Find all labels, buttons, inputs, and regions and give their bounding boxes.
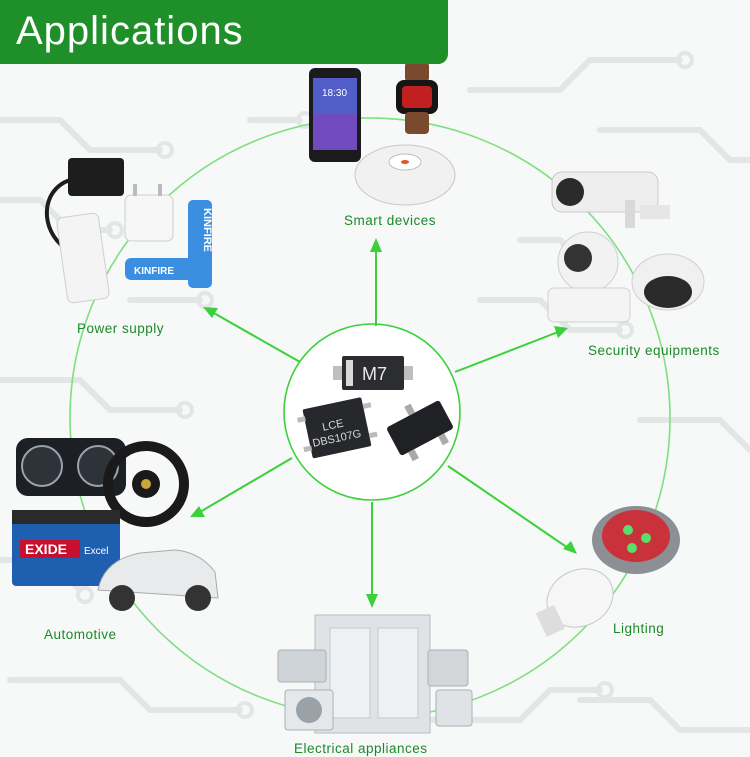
- bullet-camera-image: [551, 171, 670, 228]
- page-title: Applications: [16, 9, 244, 53]
- smartphone-image: [309, 68, 361, 162]
- label-lighting: Lighting: [613, 621, 665, 636]
- arrow-to-automotive: [199, 457, 293, 513]
- car-battery-image: [12, 510, 120, 586]
- phone-time-text: 18:30: [322, 88, 347, 99]
- pan-tilt-camera-image: [547, 231, 631, 323]
- label-security-equipments: Security equipments: [588, 343, 720, 358]
- chip-marking-m7: M7: [362, 364, 387, 384]
- label-smart-devices: Smart devices: [344, 213, 437, 228]
- battery-image: [125, 200, 212, 288]
- chip-bridge-rectifier: [297, 397, 378, 459]
- smartwatch-image: [396, 62, 438, 134]
- power-adapter-image: [44, 158, 124, 250]
- led-bulb-image: [535, 568, 614, 637]
- page-header: Applications: [0, 0, 448, 64]
- chip-smd-diode: [333, 356, 413, 390]
- underground-light-image: [592, 506, 680, 574]
- label-electrical-appliances: Electrical appliances: [294, 741, 428, 756]
- arrow-to-power-supply: [211, 311, 301, 363]
- chip-sot23: [387, 400, 453, 462]
- car-battery-brand: EXIDE: [25, 541, 67, 557]
- chip-marking-dbs107g: DBS107G: [311, 428, 362, 450]
- arrow-to-security: [454, 331, 559, 373]
- power-bank-image: [56, 212, 110, 304]
- dome-camera-image: [631, 253, 705, 311]
- chip-marking-lce: LCE: [321, 418, 344, 434]
- battery-brand-horizontal: KINFIRE: [134, 266, 174, 277]
- usb-charger-image: [124, 184, 174, 242]
- car-image: [97, 549, 219, 611]
- robot-vacuum-image: [354, 144, 456, 206]
- steering-wheel-image: [103, 441, 189, 527]
- label-power-supply: Power supply: [77, 321, 165, 336]
- battery-brand-vertical: KINFIRE: [201, 208, 213, 252]
- appliances-image: [277, 614, 473, 734]
- label-automotive: Automotive: [44, 627, 117, 642]
- car-battery-sub: Excel: [84, 546, 108, 557]
- dashboard-gauges-image: [16, 438, 126, 496]
- arrow-to-lighting: [447, 465, 569, 549]
